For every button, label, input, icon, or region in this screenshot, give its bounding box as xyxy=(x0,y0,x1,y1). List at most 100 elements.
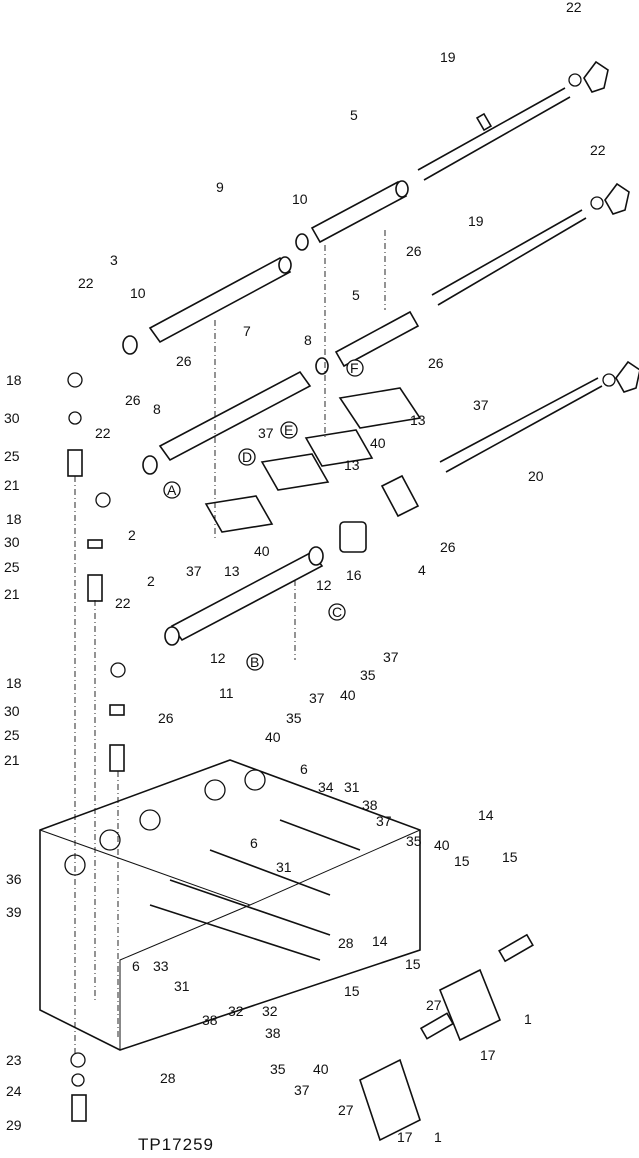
callout-26: 26 xyxy=(158,710,174,726)
callout-20: 20 xyxy=(528,468,544,484)
callout-26: 26 xyxy=(440,539,456,555)
callout-26: 26 xyxy=(125,392,141,408)
callout-39: 39 xyxy=(6,904,22,920)
callout-22: 22 xyxy=(95,425,111,441)
callout-22: 22 xyxy=(78,275,94,291)
callout-26: 26 xyxy=(428,355,444,371)
callout-5: 5 xyxy=(350,107,358,123)
tube-7 xyxy=(142,370,312,475)
letter-E: E xyxy=(284,422,293,438)
callout-17: 17 xyxy=(480,1047,496,1063)
callout-34: 34 xyxy=(318,779,334,795)
callout-18: 18 xyxy=(6,511,22,527)
lower-brackets xyxy=(359,933,534,1142)
callout-30: 30 xyxy=(4,703,20,719)
callout-21: 21 xyxy=(4,586,20,602)
valve-body xyxy=(39,759,421,1051)
callout-11: 11 xyxy=(219,685,234,701)
callout-1: 1 xyxy=(434,1129,442,1145)
callout-35: 35 xyxy=(270,1061,286,1077)
letter-A: A xyxy=(167,482,177,498)
callout-37: 37 xyxy=(186,563,202,579)
tube-5-upper xyxy=(295,180,409,251)
hardware-stack xyxy=(70,1052,87,1122)
callout-14: 14 xyxy=(478,807,494,823)
callout-40: 40 xyxy=(254,543,270,559)
callout-30: 30 xyxy=(4,410,20,426)
rod-19-lower xyxy=(431,182,630,306)
callout-36: 36 xyxy=(6,871,22,887)
callout-25: 25 xyxy=(4,559,20,575)
callout-19: 19 xyxy=(440,49,456,65)
callout-35: 35 xyxy=(406,833,422,849)
letter-B: B xyxy=(250,654,259,670)
callouts: 22 19 5 22 9 10 26 19 3 22 10 26 5 8 26 … xyxy=(4,0,606,1145)
callout-25: 25 xyxy=(4,448,20,464)
callout-23: 23 xyxy=(6,1052,22,1068)
callout-37: 37 xyxy=(294,1082,310,1098)
callout-18: 18 xyxy=(6,675,22,691)
callout-8: 8 xyxy=(304,332,312,348)
callout-29: 29 xyxy=(6,1117,22,1133)
callout-37: 37 xyxy=(258,425,274,441)
callout-18: 18 xyxy=(6,372,22,388)
callout-38: 38 xyxy=(362,797,378,813)
callout-13: 13 xyxy=(344,457,360,473)
letter-D: D xyxy=(242,449,252,465)
callout-12: 12 xyxy=(210,650,226,666)
callout-5: 5 xyxy=(352,287,360,303)
callout-7: 7 xyxy=(243,323,251,339)
callout-37: 37 xyxy=(376,813,392,829)
callout-12: 12 xyxy=(316,577,332,593)
callout-17: 17 xyxy=(397,1129,413,1145)
lever-4 xyxy=(380,474,420,518)
callout-32: 32 xyxy=(262,1003,278,1019)
letter-F: F xyxy=(350,360,359,376)
callout-19: 19 xyxy=(468,213,484,229)
callout-21: 21 xyxy=(4,752,20,768)
callout-10: 10 xyxy=(292,191,308,207)
rod-20 xyxy=(439,360,639,473)
callout-4: 4 xyxy=(418,562,426,578)
sleeve-16 xyxy=(339,521,367,553)
linkage-bars xyxy=(149,819,361,961)
letter-C: C xyxy=(332,604,342,620)
callout-3: 3 xyxy=(110,252,118,268)
callout-6: 6 xyxy=(300,761,308,777)
callout-35: 35 xyxy=(360,667,376,683)
callout-40: 40 xyxy=(370,435,386,451)
callout-13: 13 xyxy=(410,412,426,428)
callout-10: 10 xyxy=(130,285,146,301)
callout-24: 24 xyxy=(6,1083,22,1099)
callout-26: 26 xyxy=(406,243,422,259)
callout-40: 40 xyxy=(265,729,281,745)
callout-28: 28 xyxy=(160,1070,176,1086)
callout-28: 28 xyxy=(338,935,354,951)
callout-40: 40 xyxy=(340,687,356,703)
callout-6: 6 xyxy=(132,958,140,974)
callout-15: 15 xyxy=(405,956,421,972)
callout-31: 31 xyxy=(174,978,190,994)
callout-38: 38 xyxy=(265,1025,281,1041)
callout-37: 37 xyxy=(309,690,325,706)
callout-38: 38 xyxy=(202,1012,218,1028)
callout-27: 27 xyxy=(426,997,442,1013)
callout-33: 33 xyxy=(153,958,169,974)
rod-19-upper xyxy=(417,60,609,181)
circled-letters: A B C D E F xyxy=(163,359,364,671)
brackets-13 xyxy=(204,387,422,533)
callout-15: 15 xyxy=(344,983,360,999)
callout-22: 22 xyxy=(115,595,131,611)
callout-30: 30 xyxy=(4,534,20,550)
callout-27: 27 xyxy=(338,1102,354,1118)
callout-15: 15 xyxy=(454,853,470,869)
callout-35: 35 xyxy=(286,710,302,726)
callout-22: 22 xyxy=(566,0,582,15)
callout-40: 40 xyxy=(313,1061,329,1077)
callout-9: 9 xyxy=(216,179,224,195)
callout-2: 2 xyxy=(128,527,136,543)
callout-31: 31 xyxy=(276,859,292,875)
callout-2: 2 xyxy=(147,573,155,589)
callout-15: 15 xyxy=(502,849,518,865)
